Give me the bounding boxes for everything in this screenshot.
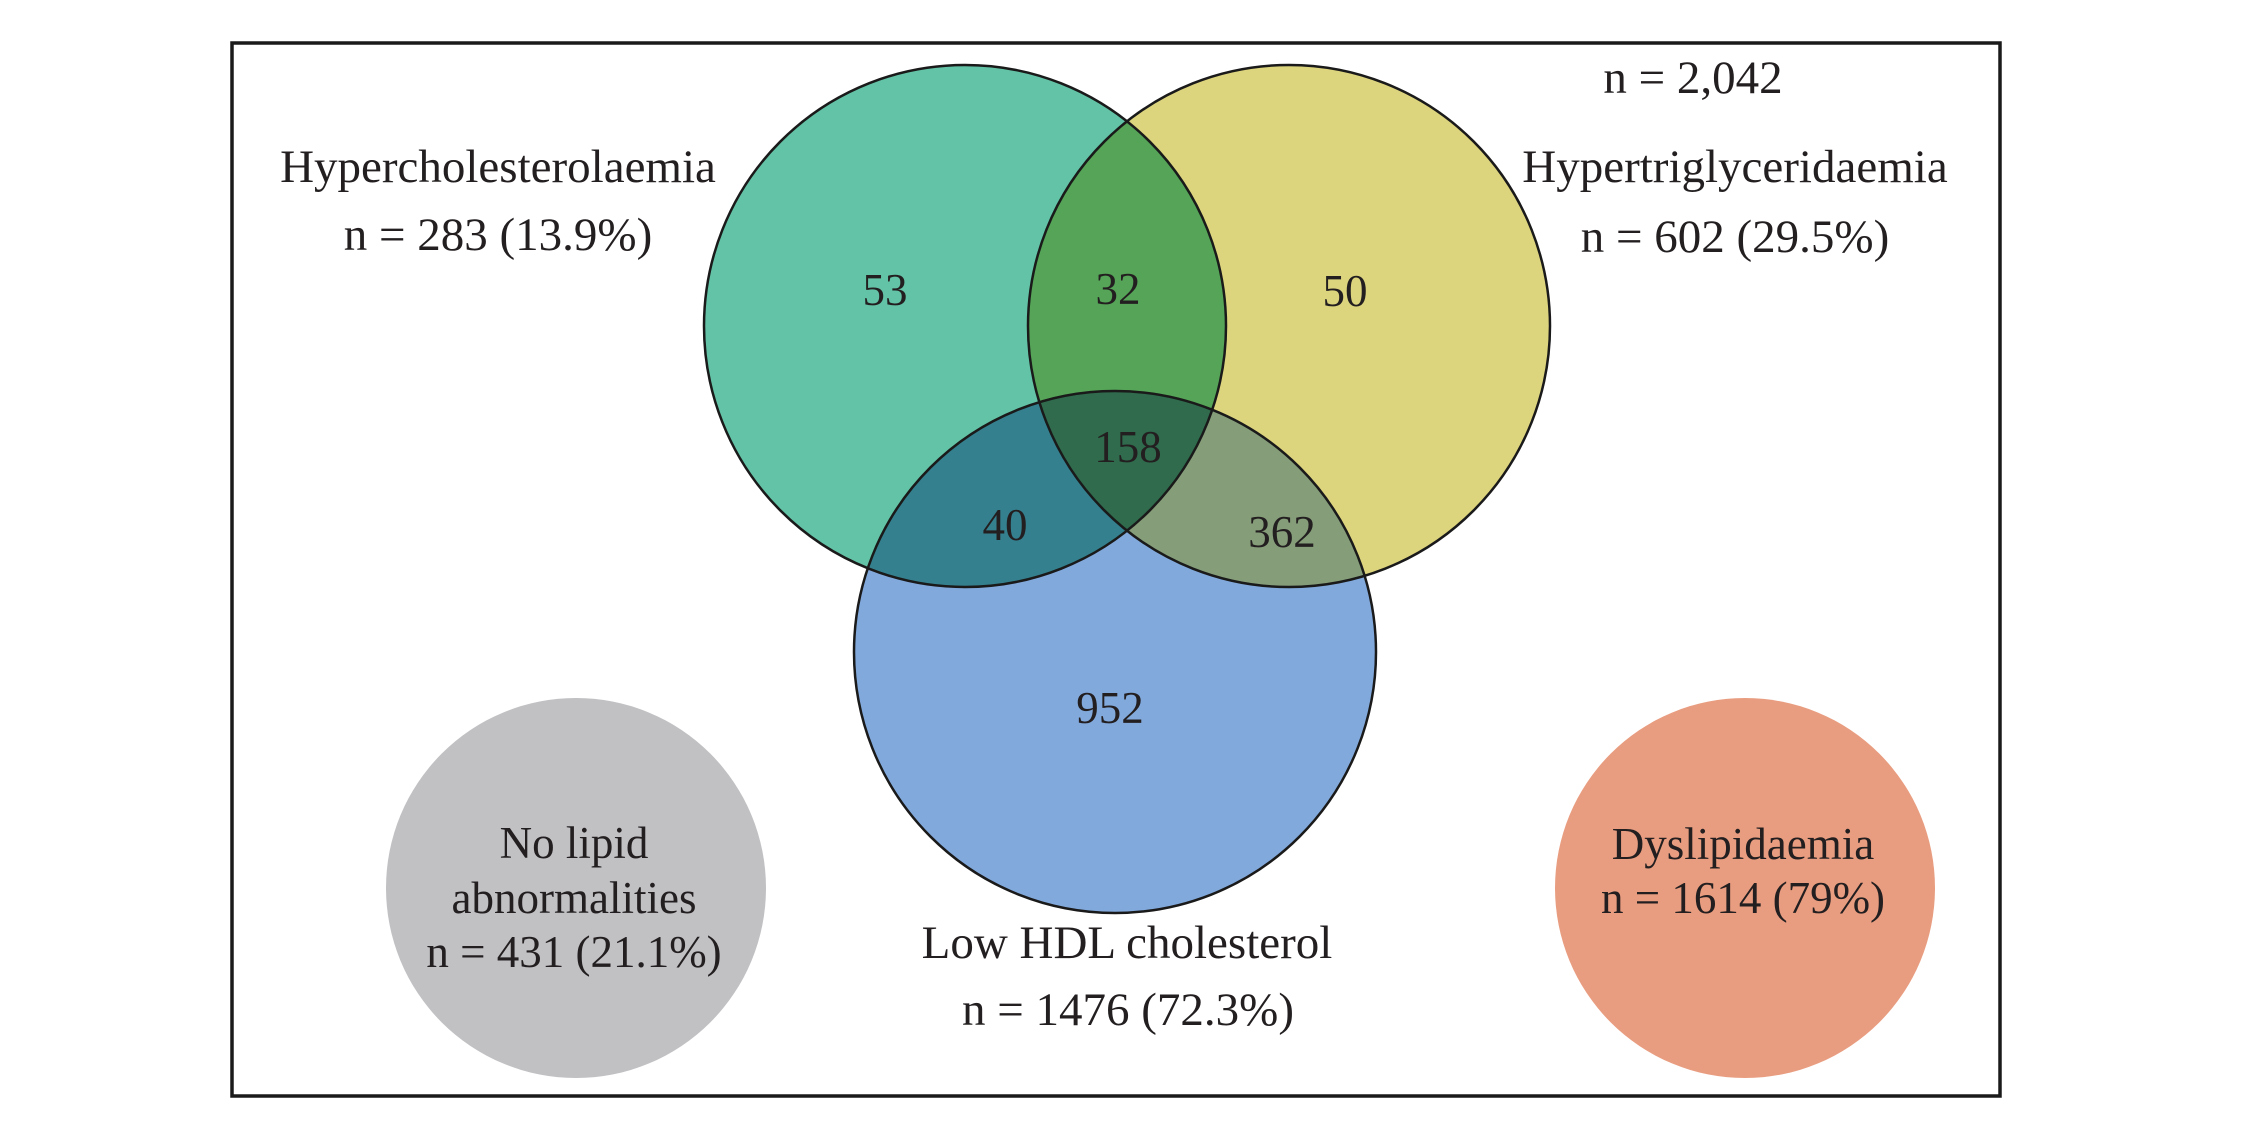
chol-hdl-overlap-region	[854, 391, 1226, 587]
no-lipid-title-line1: No lipid	[500, 818, 649, 868]
region-count-hdl-only: 952	[1076, 683, 1144, 733]
no-lipid-count: n = 431 (21.1%)	[426, 927, 721, 977]
no-lipid-abnormalities-circle	[386, 698, 766, 1078]
hypertriglyceridaemia-count: n = 602 (29.5%)	[1581, 211, 1889, 263]
hypercholesterolaemia-circle-outline	[702, 63, 1228, 589]
dyslipidaemia-title: Dyslipidaemia	[1612, 819, 1874, 869]
low-hdl-count: n = 1476 (72.3%)	[962, 984, 1294, 1036]
low-hdl-circle-outline	[852, 389, 1378, 915]
dyslipidaemia-count: n = 1614 (79%)	[1601, 873, 1885, 923]
no-lipid-title-line2: abnormalities	[452, 873, 697, 923]
hypertriglyceridaemia-title: Hypertriglyceridaemia	[1522, 141, 1948, 193]
hypertriglyceridaemia-circle-outline	[1026, 63, 1552, 589]
region-count-chol-hdl: 40	[983, 500, 1028, 550]
region-count-all-three: 158	[1094, 422, 1162, 472]
region-count-trig-hdl: 362	[1248, 507, 1316, 557]
low-hdl-title: Low HDL cholesterol	[922, 917, 1333, 969]
chol-hdl-overlap-fill	[854, 391, 1226, 587]
hypercholesterolaemia-count: n = 283 (13.9%)	[344, 209, 652, 261]
region-count-chol-only: 53	[863, 265, 908, 315]
dyslipidaemia-circle	[1555, 698, 1935, 1078]
trig-hdl-overlap-region	[1028, 391, 1376, 587]
region-count-trig-only: 50	[1323, 266, 1368, 316]
trig-hdl-overlap-fill	[1028, 391, 1376, 587]
total-count-label: n = 2,042	[1603, 52, 1782, 104]
hypercholesterolaemia-title: Hypercholesterolaemia	[280, 141, 716, 193]
region-count-chol-trig: 32	[1096, 264, 1141, 314]
